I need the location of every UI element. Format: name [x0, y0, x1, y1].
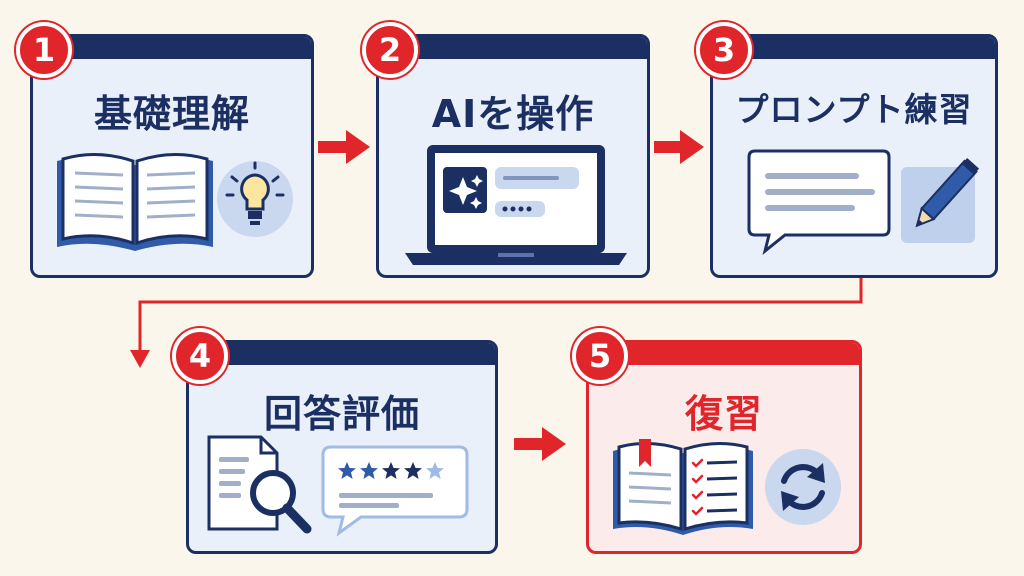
step-5-title: 復習 [684, 392, 763, 436]
pencil-icon [901, 157, 980, 243]
star-1-icon [338, 462, 356, 479]
step-2-title: AIを操作 [431, 92, 595, 136]
checklist-book-icon [613, 439, 753, 535]
step-1-illustration [57, 152, 293, 251]
step-1-header-bar [33, 37, 311, 59]
step-3-card: プロンプト練習 [710, 34, 998, 278]
step-2-number-badge: 2 [362, 22, 418, 78]
step-4-number-badge: 4 [172, 328, 228, 384]
step-3-number-badge: 3 [696, 22, 752, 78]
step-5-card: 復習 [586, 340, 862, 554]
star-4-icon [404, 462, 422, 479]
document-magnifier-icon [207, 435, 312, 534]
step-1-card: 基礎理解 [30, 34, 314, 278]
sparkle-icon [443, 167, 487, 213]
step-3-title: プロンプト練習 [735, 90, 973, 129]
arrow-4-to-5 [514, 427, 566, 461]
arrow-2-to-3 [654, 130, 704, 164]
star-rating-icon [321, 445, 469, 537]
step-5-number-badge: 5 [572, 328, 628, 384]
lightbulb-icon [217, 161, 293, 237]
step-4-illustration [207, 435, 469, 537]
star-2-icon [360, 462, 378, 479]
open-book-icon [57, 152, 213, 251]
step-2-illustration [405, 145, 627, 265]
laptop-icon [405, 145, 627, 265]
step-2-card: AIを操作 [376, 34, 650, 278]
refresh-icon [765, 449, 841, 525]
arrow-1-to-2 [318, 130, 370, 164]
star-5-icon [426, 462, 444, 479]
step-3-illustration [747, 149, 980, 255]
step-4-title: 回答評価 [263, 392, 420, 436]
step-5-illustration [613, 439, 841, 535]
step-2-header-bar [379, 37, 647, 59]
step-1-title: 基礎理解 [93, 92, 250, 136]
step-1-number-badge: 1 [16, 22, 72, 78]
step-4-card: 回答評価 [186, 340, 498, 554]
step-3-header-bar [713, 37, 995, 59]
speech-bubble-icon [747, 149, 891, 255]
star-3-icon [382, 462, 400, 479]
